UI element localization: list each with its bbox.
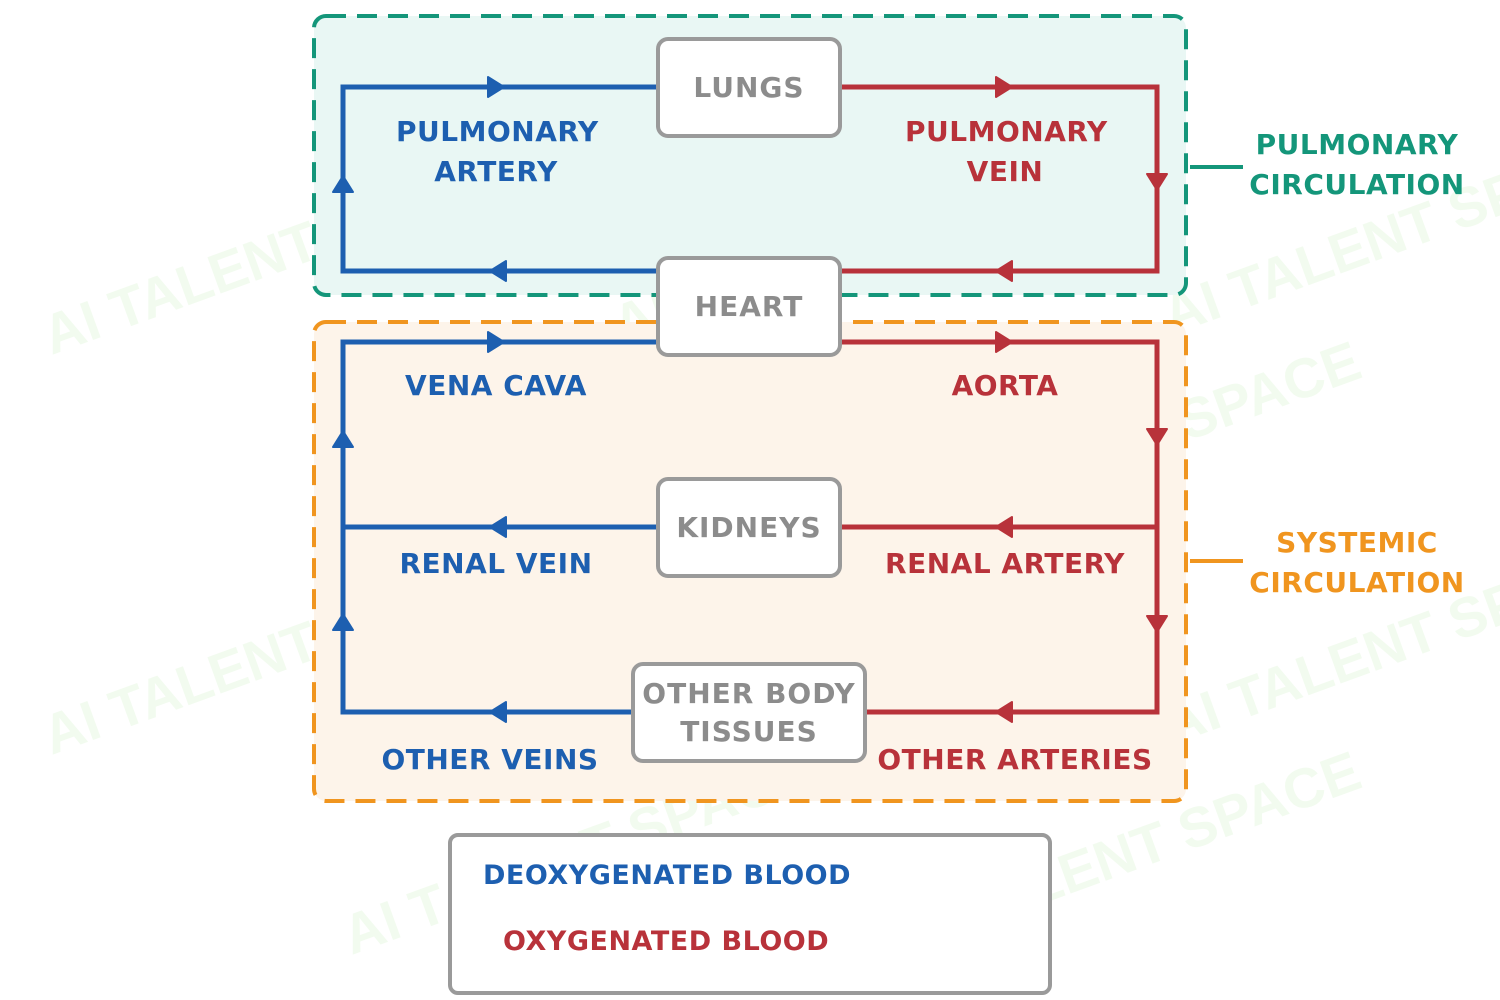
legend: [448, 833, 1052, 995]
arrow-left-icon: [489, 260, 507, 282]
arrow-down-icon: [1146, 173, 1168, 191]
arrow-down-icon: [1146, 615, 1168, 633]
arrow-left-icon: [489, 701, 507, 723]
arrow-left-icon: [995, 516, 1013, 538]
arrow-up-icon: [332, 175, 354, 193]
heart-label: HEART: [694, 289, 804, 323]
label-line: VEIN: [966, 155, 1044, 188]
label-line: CIRCULATION: [1249, 168, 1465, 201]
systemic-circulation-label: SYSTEMIC CIRCULATION: [1244, 523, 1470, 603]
renal-artery-label: RENAL ARTERY: [885, 547, 1125, 580]
arrow-left-icon: [489, 516, 507, 538]
label-line: PULMONARY: [1255, 128, 1459, 161]
arrow-right-icon: [995, 76, 1013, 98]
kidneys-box: KIDNEYS: [656, 477, 842, 578]
arrow-right-icon: [487, 76, 505, 98]
pulmonary-circulation-label: PULMONARY CIRCULATION: [1244, 125, 1470, 205]
aorta-label: AORTA: [951, 369, 1059, 402]
legend-oxygenated-label: OXYGENATED BLOOD: [503, 926, 830, 957]
arrow-up-icon: [332, 613, 354, 631]
label-line: ARTERY: [434, 155, 558, 188]
arrow-down-icon: [1146, 428, 1168, 446]
other-veins-label: OTHER VEINS: [381, 743, 599, 776]
legend-deoxygenated-label: DEOXYGENATED BLOOD: [483, 860, 852, 891]
heart-box: HEART: [656, 256, 842, 357]
vena-cava-label: VENA CAVA: [405, 369, 587, 402]
other-arteries-label: OTHER ARTERIES: [877, 743, 1153, 776]
lungs-label: LUNGS: [693, 70, 805, 104]
lungs-box: LUNGS: [656, 37, 842, 138]
arrow-right-icon: [487, 331, 505, 353]
renal-vein-label: RENAL VEIN: [399, 547, 593, 580]
pulmonary-artery-label: PULMONARY ARTERY: [396, 112, 599, 192]
label-line: PULMONARY: [905, 115, 1108, 148]
other-body-tissues-box: OTHER BODY TISSUES: [631, 662, 867, 763]
label-line: PULMONARY: [396, 115, 599, 148]
arrow-up-icon: [332, 430, 354, 448]
other-tissues-label-line2: TISSUES: [680, 714, 818, 748]
label-line: SYSTEMIC: [1276, 526, 1438, 559]
label-line: CIRCULATION: [1249, 566, 1465, 599]
arrow-right-icon: [995, 331, 1013, 353]
arrow-left-icon: [995, 701, 1013, 723]
other-tissues-label-line1: OTHER BODY: [642, 676, 856, 710]
pulmonary-vein-label: PULMONARY VEIN: [905, 112, 1108, 192]
kidneys-label: KIDNEYS: [676, 510, 822, 544]
arrow-left-icon: [995, 260, 1013, 282]
